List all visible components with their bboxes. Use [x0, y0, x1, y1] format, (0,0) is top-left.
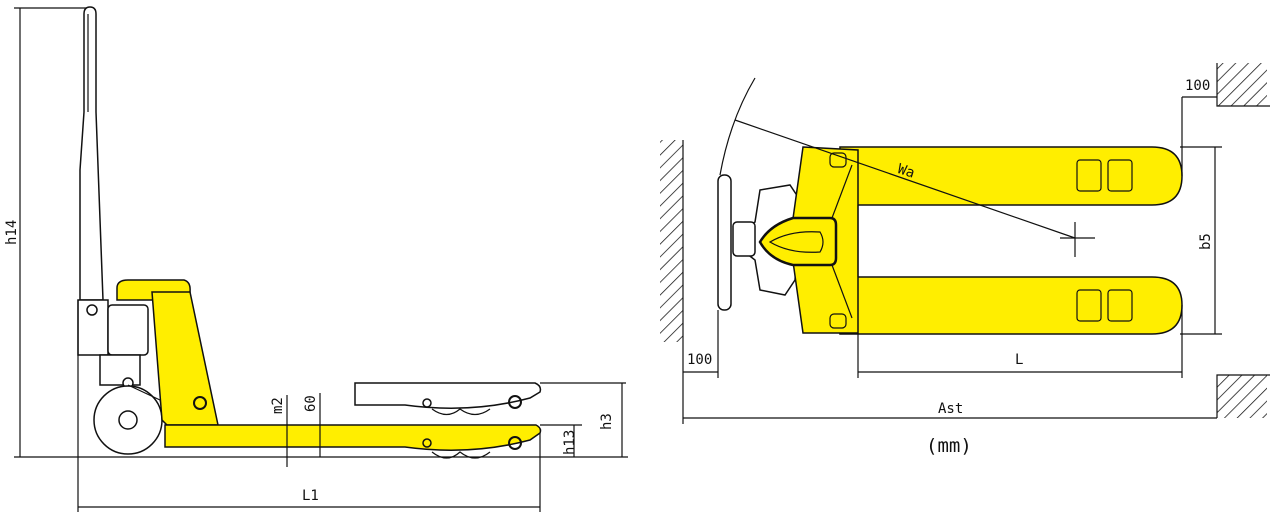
turning-arc	[719, 77, 756, 176]
chassis-line	[831, 164, 853, 219]
clearance-right-label: 100	[1185, 78, 1210, 94]
Ast-label: Ast	[938, 401, 963, 417]
fork-raised-pin	[422, 398, 432, 408]
roller-window	[1107, 159, 1133, 192]
steer-wheel-hub	[118, 410, 138, 430]
load-roller-raised	[508, 395, 522, 409]
tow-tongue	[758, 216, 838, 267]
roller-window	[1076, 289, 1102, 322]
Wa-line	[734, 119, 1076, 239]
right-wall-top	[1217, 63, 1267, 106]
roller-window	[1107, 289, 1133, 322]
load-rollers-raised	[431, 408, 491, 416]
h3-label: h3	[599, 413, 615, 430]
h14-label: h14	[4, 220, 20, 245]
h13-label: h13	[562, 430, 578, 455]
left-wall	[660, 140, 683, 342]
pillar-bolt	[193, 396, 207, 410]
lever-pin	[86, 304, 98, 316]
side-view: h14 m2 60	[4, 6, 628, 512]
tongue-inner	[768, 231, 824, 253]
clearance-left-label: 100	[687, 352, 712, 368]
fork-pin	[422, 438, 432, 448]
m2-label: m2	[270, 397, 286, 414]
handle-top	[717, 174, 732, 311]
steer-hub	[732, 221, 756, 257]
right-wall-top-edge	[1216, 63, 1270, 107]
Wa-label: Wa	[896, 161, 917, 181]
sixty-label: 60	[303, 395, 319, 412]
chassis-slot	[829, 152, 847, 168]
fork-top	[839, 146, 1183, 206]
pump-base	[99, 354, 141, 386]
load-roller-lowered	[508, 436, 522, 450]
roller-window	[1076, 159, 1102, 192]
right-wall-bottom	[1217, 375, 1267, 418]
top-view: Wa b5 L 100 100 Ast (mm)	[660, 63, 1270, 457]
L1-label: L1	[302, 488, 319, 504]
unit-label: (mm)	[926, 435, 972, 457]
tiller-handle	[79, 6, 104, 301]
frame-pillar	[151, 291, 219, 426]
fork-rollers	[1076, 159, 1133, 322]
right-wall-bottom-edge	[1216, 374, 1270, 418]
chassis-slot	[829, 313, 847, 329]
fork-bottom	[839, 276, 1183, 335]
pump-cylinder	[107, 304, 149, 356]
load-rollers-lowered	[431, 451, 491, 459]
pump-unit	[77, 299, 149, 389]
b5-label: b5	[1198, 233, 1214, 250]
L-label: L	[1015, 352, 1023, 368]
fork-lowered	[164, 424, 542, 451]
chassis-line	[831, 264, 853, 319]
